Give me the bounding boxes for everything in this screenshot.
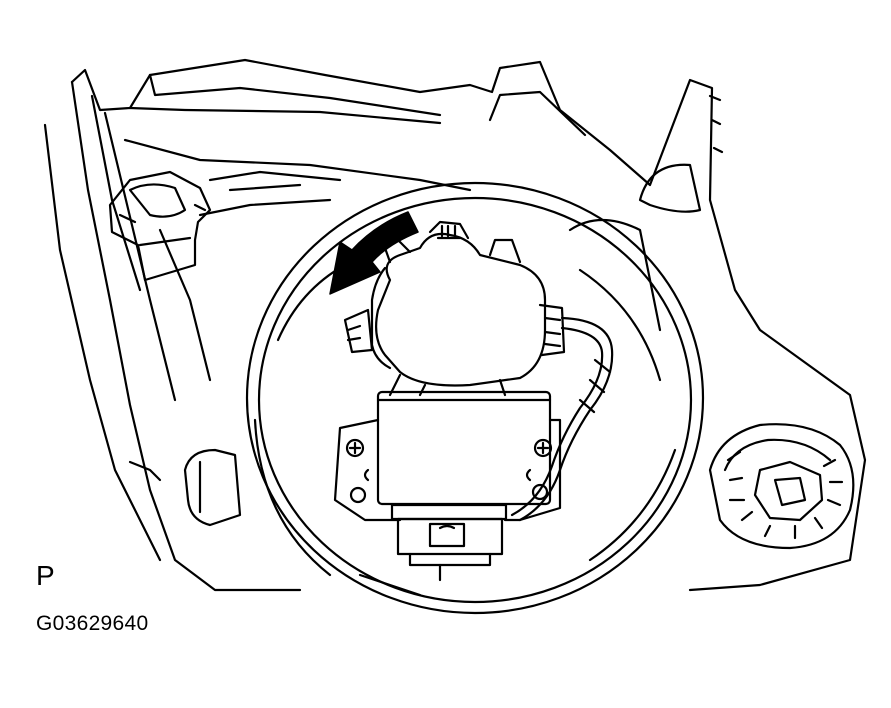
left-side-marker-socket bbox=[110, 172, 210, 280]
illustration-code: G03629640 bbox=[36, 612, 149, 635]
headlamp-housing bbox=[45, 60, 865, 590]
view-letter: P bbox=[36, 560, 55, 591]
curved-arrow-icon bbox=[330, 212, 418, 294]
lamp-reflector-ring bbox=[247, 183, 703, 613]
lower-left-clip bbox=[130, 450, 240, 525]
wire-harness bbox=[512, 318, 612, 520]
socket-base-plate bbox=[335, 392, 560, 580]
headlamp-adjuster-gear bbox=[710, 424, 853, 548]
